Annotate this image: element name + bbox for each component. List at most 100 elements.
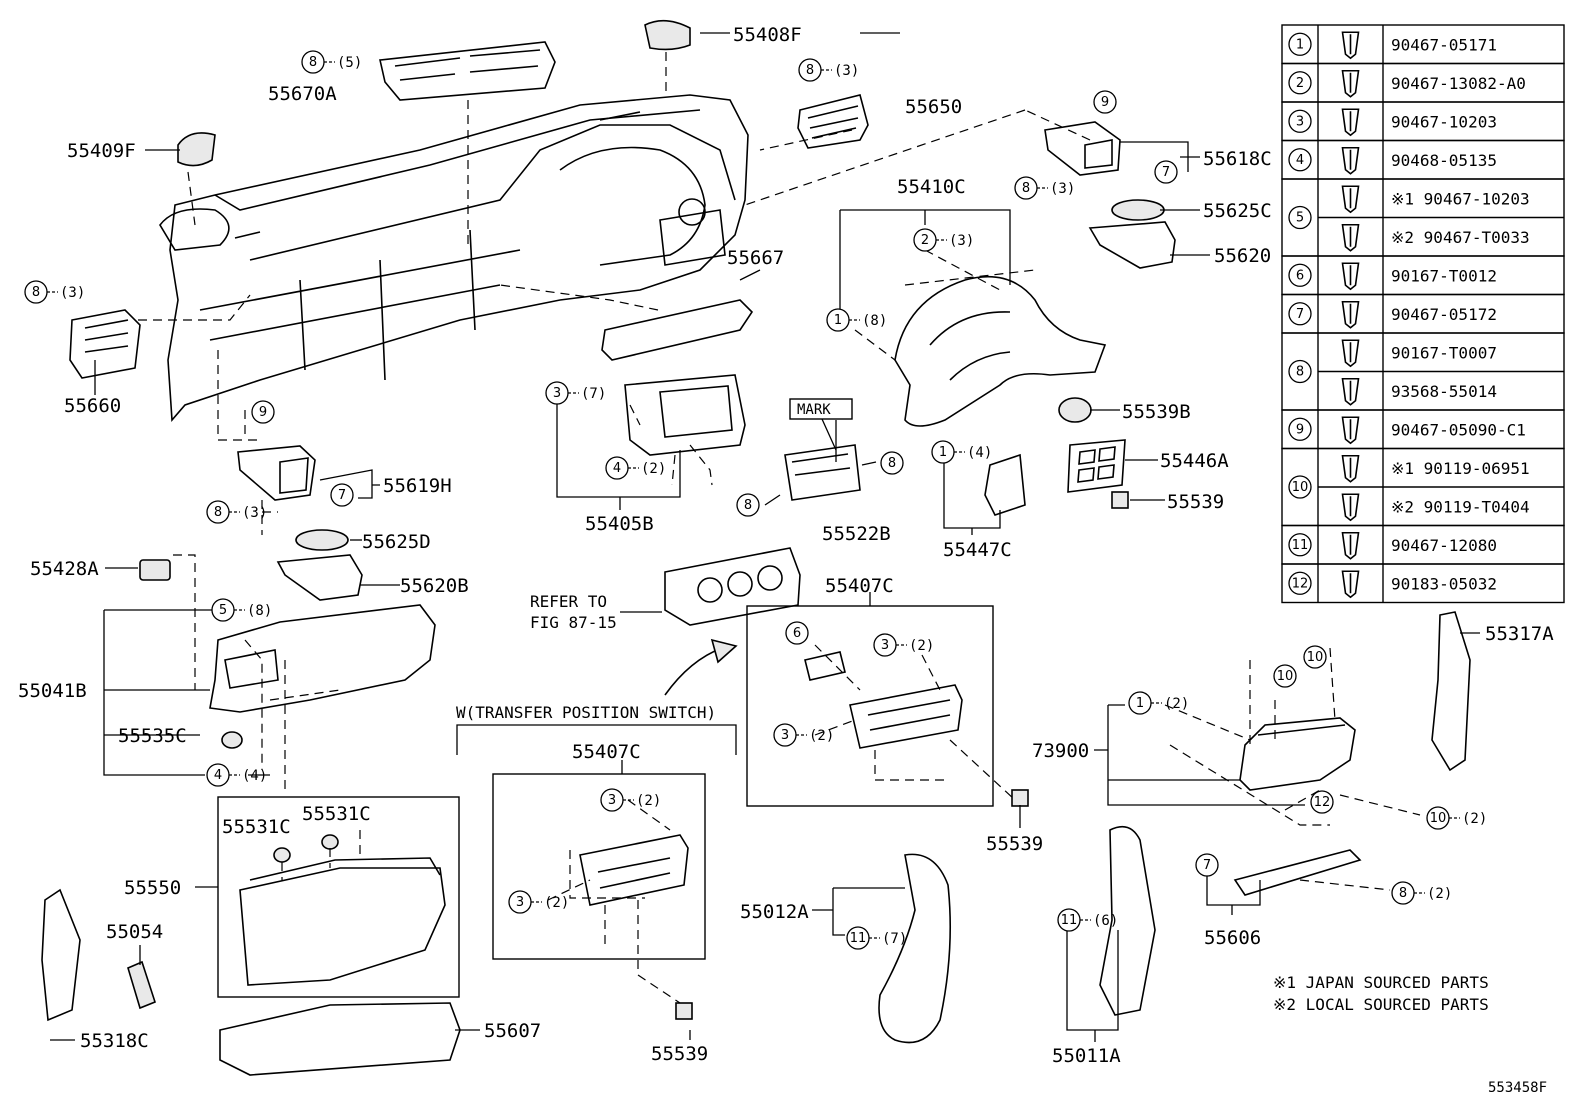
label-55410C: 55410C — [897, 176, 966, 198]
fastener-num: 2 — [1296, 76, 1304, 91]
label-73900: 73900 — [1032, 740, 1089, 762]
callout-8: 8 — [736, 493, 760, 517]
heater-control-drawing — [664, 547, 801, 626]
fastener-part-number: ※1 90467-10203 — [1391, 189, 1530, 208]
svg-text:(4): (4) — [967, 445, 992, 461]
mark-label: MARK — [797, 402, 831, 418]
label-55667: 55667 — [727, 247, 784, 269]
part-55011A-drawing — [1099, 825, 1156, 1016]
callout-12: 12 — [1310, 790, 1334, 814]
fastener-num: 8 — [1296, 365, 1304, 380]
callout-9: 9 — [251, 400, 275, 424]
part-55318C-drawing — [41, 888, 81, 1022]
fastener-part-number: 90467-13082-A0 — [1391, 74, 1526, 93]
fastener-part-number: 90467-05171 — [1391, 35, 1497, 54]
svg-text:8: 8 — [806, 63, 814, 78]
svg-text:(4): (4) — [242, 768, 267, 784]
fastener-icon — [1341, 377, 1360, 406]
note-local-sourced: ※2 LOCAL SOURCED PARTS — [1273, 995, 1489, 1014]
svg-text:8: 8 — [888, 456, 896, 471]
part-55447C-drawing — [984, 453, 1026, 516]
svg-text:3: 3 — [553, 386, 561, 401]
label-55618C: 55618C — [1203, 148, 1272, 170]
leader-lines — [50, 32, 1480, 1042]
callout-10: 10(2) — [1426, 806, 1487, 830]
part-55405B-drawing — [624, 374, 746, 456]
fastener-row-10: 10※1 90119-06951※2 90119-T0404 — [1281, 447, 1565, 527]
part-55620B-drawing — [276, 554, 363, 601]
label-55670A: 55670A — [268, 83, 337, 105]
callout-5: 5(8) — [211, 598, 272, 622]
fastener-part-number: 90167-T0007 — [1391, 343, 1497, 362]
fastener-icon — [1341, 493, 1360, 522]
callout-7: 7 — [330, 483, 354, 507]
part-55410C-drawing — [894, 275, 1107, 427]
svg-text:1: 1 — [1136, 696, 1144, 711]
fastener-num-circle — [1288, 533, 1312, 557]
fastener-row-8: 8 90167-T0007 93568-55014 — [1281, 332, 1565, 411]
note-japan-sourced: ※1 JAPAN SOURCED PARTS — [1273, 973, 1489, 992]
mark-box — [789, 398, 853, 420]
fastener-icon — [1341, 185, 1360, 214]
callout-8: 8(3) — [206, 500, 267, 524]
svg-text:7: 7 — [1162, 165, 1170, 180]
part-55407C-upper-drawing — [804, 651, 963, 749]
svg-text:3: 3 — [881, 638, 889, 653]
part-55550-drawing — [239, 857, 446, 986]
svg-text:(8): (8) — [862, 313, 887, 329]
refer-label-line2: FIG 87-15 — [530, 613, 617, 632]
svg-text:(7): (7) — [882, 931, 907, 947]
svg-text:(2): (2) — [1427, 886, 1452, 902]
svg-text:4: 4 — [613, 461, 621, 476]
svg-text:(2): (2) — [641, 461, 666, 477]
fastener-icon — [1341, 416, 1360, 445]
fastener-row-1: 1 90467-05171 — [1281, 24, 1565, 65]
label-55405B: 55405B — [585, 513, 654, 535]
svg-text:8: 8 — [309, 55, 317, 70]
part-55317A-drawing — [1431, 611, 1471, 772]
svg-text:3: 3 — [608, 793, 616, 808]
part-55522B-drawing — [784, 444, 861, 501]
box-55407C-upper — [746, 605, 994, 807]
svg-text:10: 10 — [1430, 811, 1447, 826]
fastener-num-circle — [1288, 359, 1312, 384]
part-55539-drawing-b — [675, 1002, 693, 1020]
part-55535C-drawing — [221, 731, 243, 749]
fastener-num-circle — [1288, 205, 1312, 230]
fastener-icon — [1341, 339, 1360, 368]
part-55660-drawing — [69, 309, 141, 379]
callout-10: 10 — [1273, 664, 1297, 688]
label-55317A: 55317A — [1485, 623, 1554, 645]
label-55539-c: 55539 — [986, 833, 1043, 855]
flow-arrow — [664, 647, 723, 696]
callout-2: 2(3) — [913, 228, 974, 252]
part-55650-drawing — [797, 94, 869, 149]
part-55620-drawing — [1088, 221, 1176, 269]
callout-4: 4(4) — [206, 763, 267, 787]
label-55650: 55650 — [905, 96, 962, 118]
fastener-icon — [1341, 223, 1360, 252]
label-55620: 55620 — [1214, 245, 1271, 267]
svg-text:7: 7 — [1203, 858, 1211, 873]
part-55446A-drawing — [1067, 439, 1126, 493]
part-55539B-drawing — [1058, 397, 1092, 423]
callout-group: 8(5)8(3)978(3)2(3)1(8)8(3)3(7)4(2)881(4)… — [24, 50, 1487, 950]
fastener-num-circle — [1288, 263, 1312, 287]
fastener-num: 7 — [1296, 307, 1304, 322]
fastener-part-number: 93568-55014 — [1391, 382, 1497, 401]
svg-text:2: 2 — [921, 233, 929, 248]
fastener-num: 1 — [1296, 37, 1304, 52]
part-55531C-drawing-b — [321, 834, 339, 850]
label-55011A: 55011A — [1052, 1045, 1121, 1067]
fastener-num: 12 — [1292, 576, 1309, 591]
svg-text:8: 8 — [1022, 181, 1030, 196]
fastener-part-number: 90467-05172 — [1391, 305, 1497, 324]
part-55054-drawing — [127, 960, 156, 1010]
svg-text:10: 10 — [1307, 650, 1324, 665]
fastener-num-circle — [1288, 71, 1312, 95]
fastener-icon — [1341, 454, 1360, 483]
label-55550: 55550 — [124, 877, 181, 899]
